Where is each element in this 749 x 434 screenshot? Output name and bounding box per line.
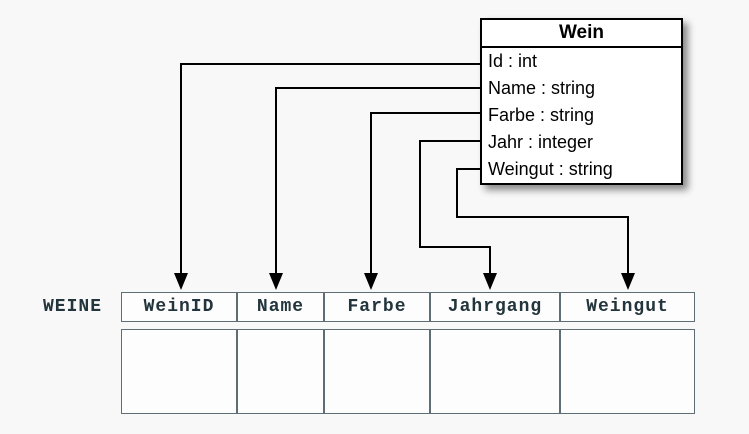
- column-header-name: Name: [237, 292, 324, 322]
- column-header-farbe: Farbe: [324, 292, 430, 322]
- table-name-label: WEINE: [43, 297, 103, 317]
- class-attribute-jahr: Jahr : integer: [488, 132, 594, 152]
- uml-class-box-wein: Wein Id : int Name : string Farbe : stri…: [480, 18, 683, 185]
- table-empty-row: [121, 329, 695, 414]
- column-header-weinid: WeinID: [121, 292, 237, 322]
- class-attribute-farbe: Farbe : string: [488, 105, 595, 125]
- class-attribute-weingut: Weingut : string: [488, 159, 613, 179]
- arrowhead-weinid: [174, 273, 188, 290]
- empty-cell-weinid: [121, 329, 237, 414]
- arrowhead-farbe: [364, 273, 378, 290]
- class-attribute-name: Name : string: [488, 78, 596, 98]
- connector-jahr-to-jahrgang: [419, 140, 491, 274]
- arrowhead-weingut: [621, 273, 635, 290]
- empty-cell-weingut: [560, 329, 695, 414]
- table-header-row: WeinID Name Farbe Jahrgang Weingut: [121, 292, 695, 322]
- empty-cell-farbe: [324, 329, 430, 414]
- connector-name-to-name: [275, 87, 480, 274]
- class-attributes: Id : int Name : string Farbe : string Ja…: [482, 48, 681, 183]
- connector-id-to-weinid: [180, 63, 480, 274]
- connector-farbe-to-farbe: [370, 112, 480, 274]
- empty-cell-name: [237, 329, 324, 414]
- class-attribute-id: Id : int: [488, 51, 538, 71]
- arrowhead-name: [269, 273, 283, 290]
- arrowhead-jahrgang: [483, 273, 497, 290]
- empty-cell-jahrgang: [430, 329, 560, 414]
- column-header-weingut: Weingut: [560, 292, 695, 322]
- column-header-jahrgang: Jahrgang: [430, 292, 560, 322]
- connector-weingut-to-weingut: [456, 168, 629, 274]
- class-title: Wein: [482, 20, 681, 48]
